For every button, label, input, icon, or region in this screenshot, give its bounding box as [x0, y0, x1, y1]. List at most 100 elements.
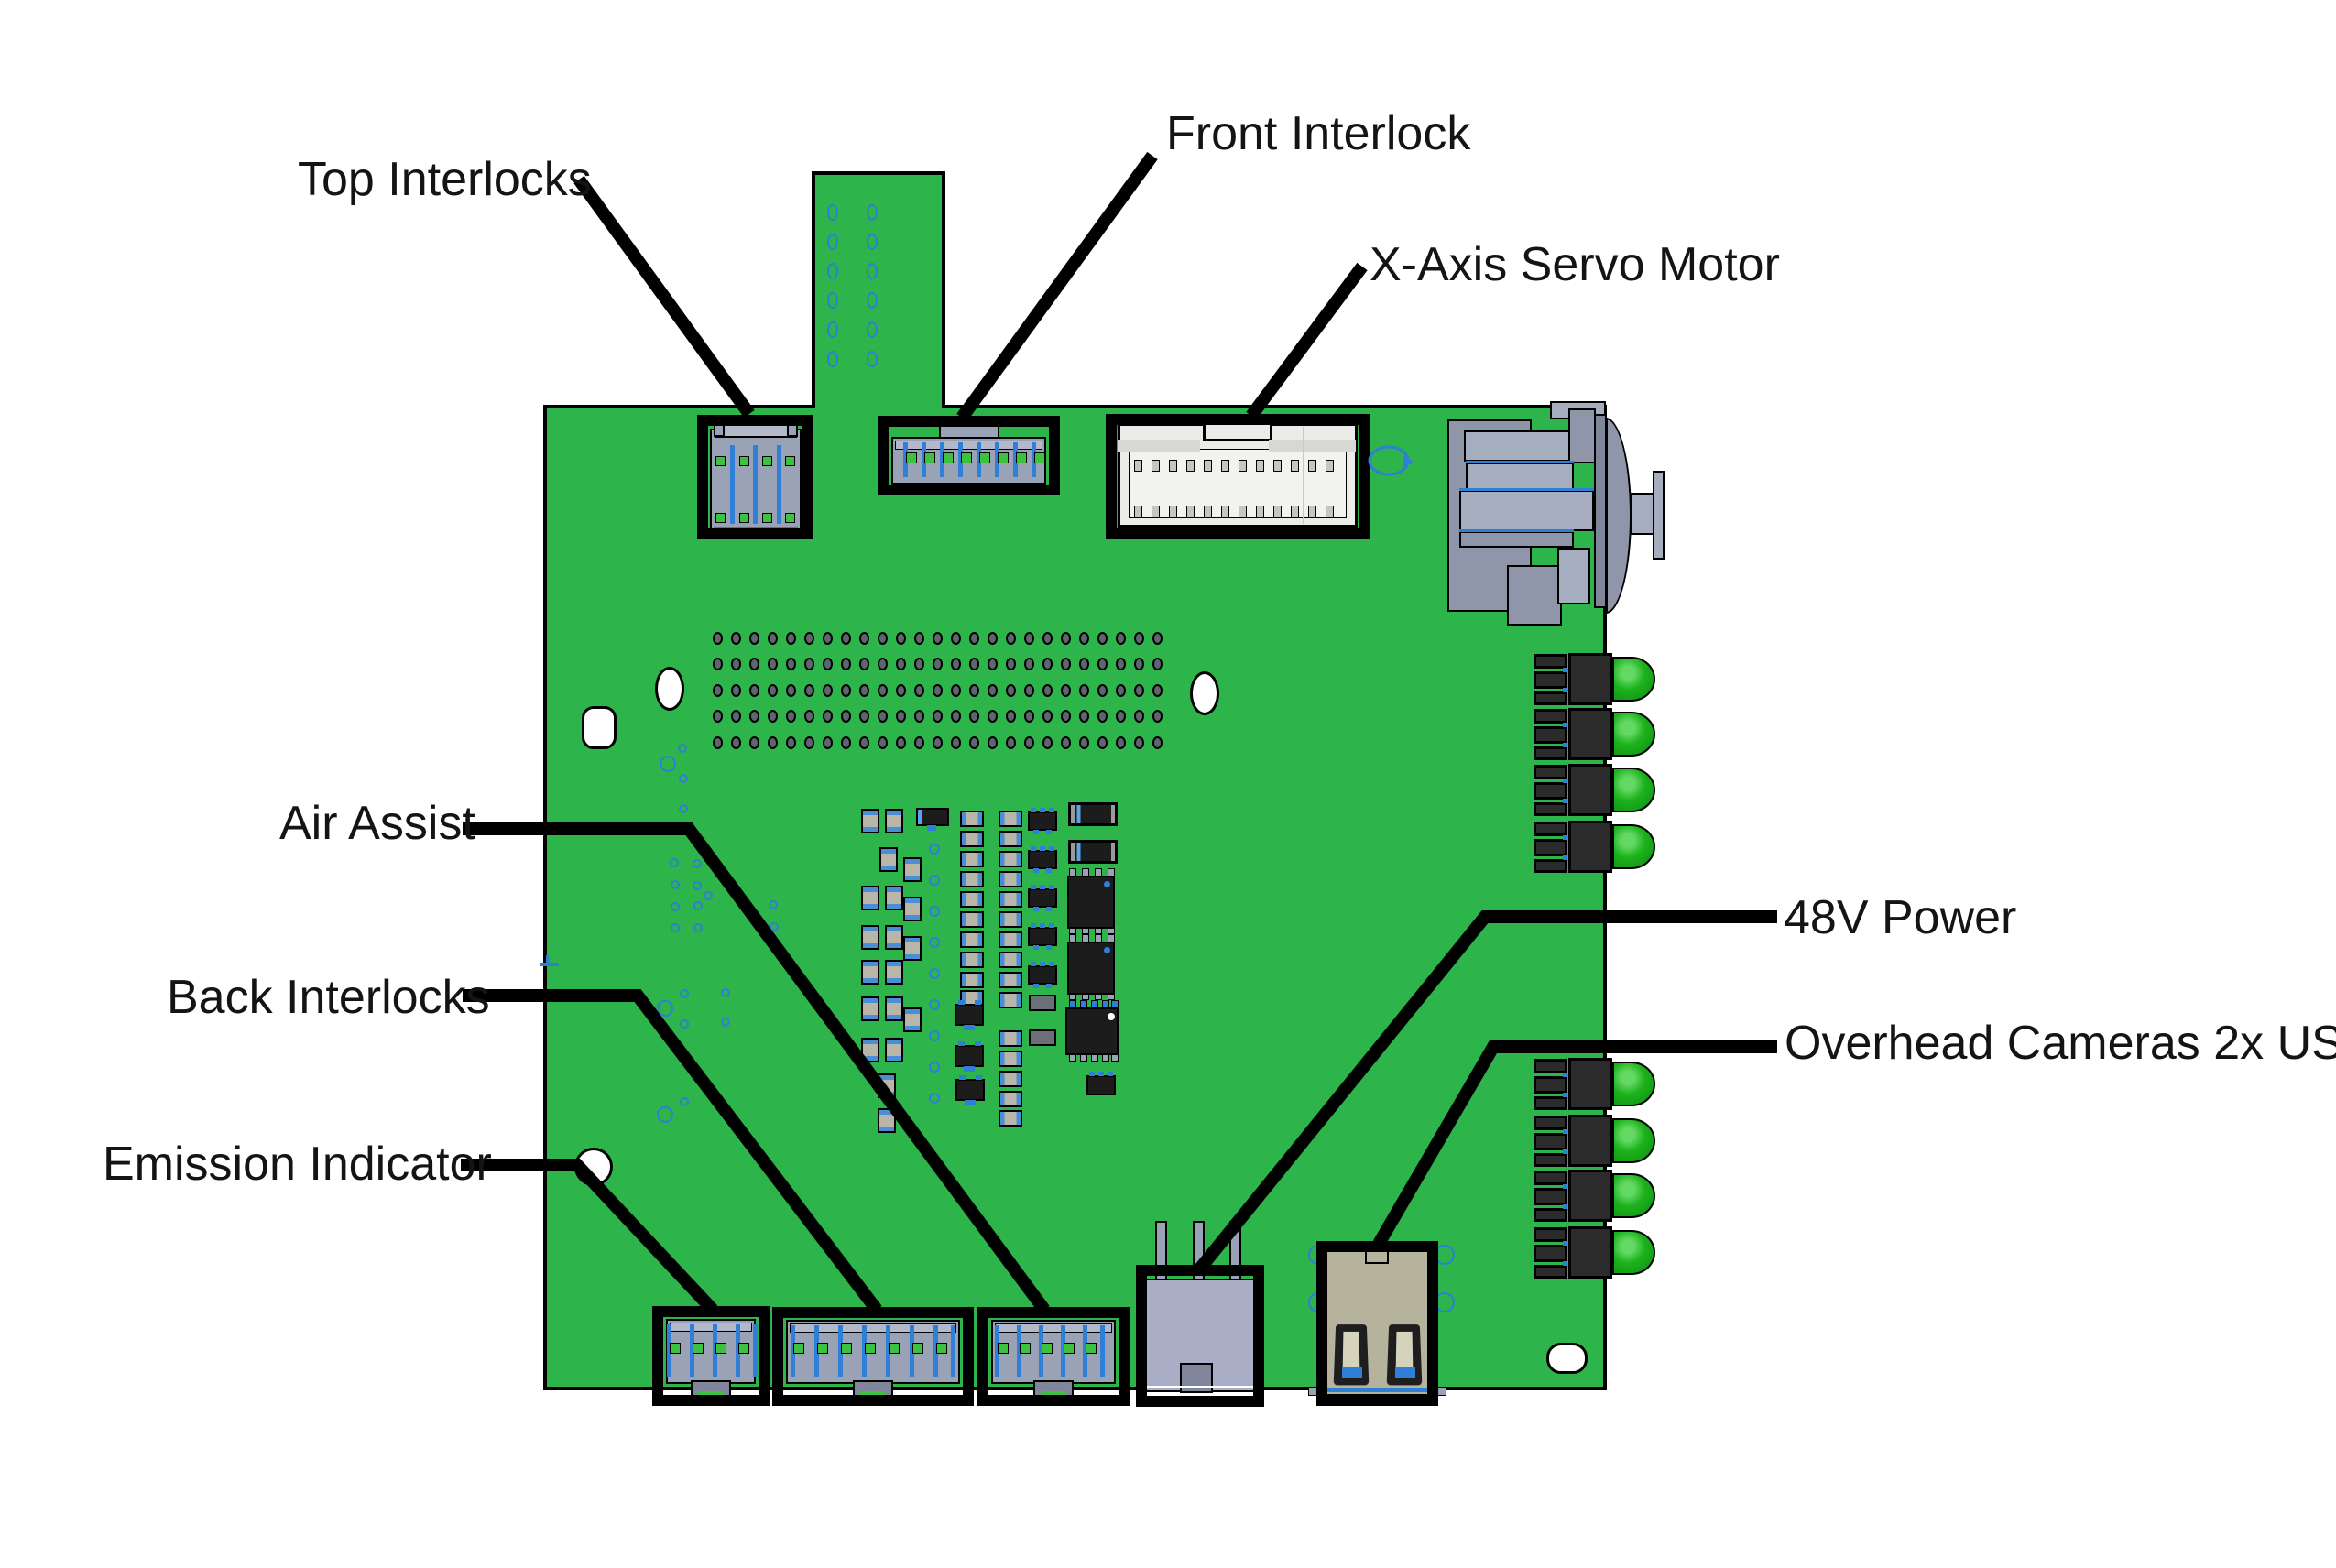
- smd-pin: [1049, 962, 1054, 966]
- back-interlocks-connector-notch-mark: [860, 1391, 886, 1395]
- top-interlocks-connector-pad: [785, 513, 795, 523]
- front-interlock-connector-pad: [998, 452, 1009, 463]
- via: [1005, 658, 1016, 670]
- label-front-interlock: Front Interlock: [1166, 107, 1471, 160]
- via: [932, 684, 943, 697]
- via: [1060, 710, 1071, 723]
- led-lead: [1534, 691, 1567, 705]
- usb-connector-port-accent: [1395, 1367, 1415, 1378]
- smd-pin: [1031, 808, 1036, 812]
- via: [1078, 632, 1089, 645]
- top-interlocks-connector-pad: [785, 456, 795, 466]
- motor-accent-line: [1459, 488, 1594, 491]
- x-axis-servo-connector-pin: [1221, 506, 1229, 517]
- led-dome: [1612, 768, 1655, 812]
- x-axis-servo-connector-pin: [1273, 460, 1282, 472]
- via: [858, 710, 869, 723]
- usb-connector-base-line: [1327, 1388, 1427, 1392]
- air-assist-connector-pin: [1100, 1325, 1105, 1377]
- via: [1115, 658, 1126, 670]
- front-interlock-connector-pin: [995, 442, 999, 477]
- via: [730, 710, 741, 723]
- front-interlock-connector-bar: [895, 441, 1042, 450]
- via: [1078, 710, 1089, 723]
- led-lead: [1534, 802, 1567, 816]
- led-dome: [1612, 824, 1655, 869]
- emission-indicator-connector-pad: [738, 1343, 749, 1354]
- via: [785, 736, 796, 749]
- tab-junction-patch: [815, 401, 942, 412]
- via: [877, 684, 888, 697]
- front-interlock-connector-pad: [1016, 452, 1027, 463]
- back-interlocks-connector-pad: [817, 1343, 828, 1354]
- via: [858, 684, 869, 697]
- via: [803, 736, 814, 749]
- via: [987, 684, 998, 697]
- via: [1023, 736, 1034, 749]
- via: [1133, 684, 1144, 697]
- top-interlocks-connector-pad: [762, 456, 772, 466]
- via: [1152, 632, 1163, 645]
- smd-pin: [1108, 1072, 1113, 1076]
- via: [1097, 710, 1108, 723]
- x-axis-servo-connector-pin: [1291, 506, 1299, 517]
- led-lead: [1534, 709, 1567, 724]
- via: [913, 710, 924, 723]
- via: [730, 632, 741, 645]
- emission-indicator-connector-pad: [715, 1343, 726, 1354]
- via: [968, 736, 979, 749]
- front-interlock-connector-pin: [903, 442, 908, 477]
- mounting-hole: [1190, 671, 1219, 715]
- via: [1042, 684, 1053, 697]
- via: [712, 684, 723, 697]
- led-lead-mark: [1563, 799, 1567, 803]
- air-assist-connector-pin: [1039, 1325, 1043, 1377]
- x-axis-servo-connector-pin: [1152, 460, 1160, 472]
- front-interlock-connector-pin: [977, 442, 981, 477]
- led-dome: [1612, 657, 1655, 702]
- via: [748, 736, 759, 749]
- via: [1115, 632, 1126, 645]
- silkscreen-circle: [679, 804, 688, 813]
- back-interlocks-connector-pad: [912, 1343, 923, 1354]
- x-axis-servo-connector-pin: [1308, 460, 1316, 472]
- via: [822, 658, 833, 670]
- usb-connector-port-accent: [1342, 1367, 1362, 1378]
- air-assist-connector-pad: [1086, 1343, 1097, 1354]
- air-assist-connector-pad: [1064, 1343, 1075, 1354]
- led-lead-mark: [1563, 779, 1567, 783]
- label-emission-indicator: Emission Indicator: [103, 1138, 492, 1191]
- smd-pin: [1089, 1072, 1095, 1076]
- via: [1152, 710, 1163, 723]
- via: [1060, 632, 1071, 645]
- via: [840, 736, 851, 749]
- back-interlocks-connector-pad: [841, 1343, 852, 1354]
- led-housing: [1568, 708, 1612, 760]
- led-housing: [1568, 764, 1612, 816]
- x-axis-servo-connector-pin: [1239, 460, 1247, 472]
- x-axis-servo-connector-pin: [1308, 506, 1316, 517]
- via: [840, 632, 851, 645]
- via: [950, 658, 961, 670]
- via: [1115, 684, 1126, 697]
- via: [748, 658, 759, 670]
- tab-via: [867, 204, 878, 221]
- x-axis-servo-connector-pin: [1239, 506, 1247, 517]
- air-assist-connector-pin: [1061, 1325, 1065, 1377]
- via: [1023, 684, 1034, 697]
- via: [1042, 710, 1053, 723]
- via: [913, 632, 924, 645]
- smd-pin: [1049, 846, 1054, 851]
- via: [1115, 736, 1126, 749]
- via: [1005, 684, 1016, 697]
- via: [858, 632, 869, 645]
- label-48v-power: 48V Power: [1784, 891, 2017, 944]
- led-dome: [1612, 712, 1655, 757]
- x-axis-servo-connector-pin: [1134, 460, 1142, 472]
- via: [932, 658, 943, 670]
- top-interlocks-connector-frame: [697, 415, 813, 539]
- front-interlock-connector-pin: [1013, 442, 1018, 477]
- back-interlocks-connector-pad: [936, 1343, 947, 1354]
- via: [785, 632, 796, 645]
